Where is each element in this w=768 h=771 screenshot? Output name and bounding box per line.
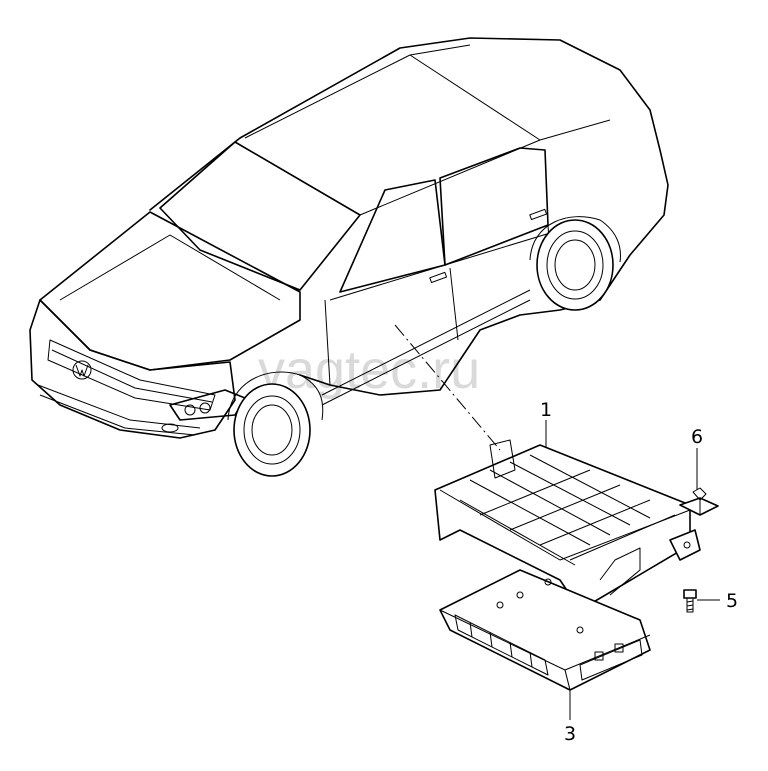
car-windshield — [159, 141, 361, 291]
callout-label-5: 5 — [726, 590, 738, 612]
car-side-window-front — [339, 179, 446, 293]
callout-5: 5 — [697, 590, 738, 612]
control-unit — [439, 569, 651, 691]
car-side-window-rear — [439, 147, 549, 266]
bracket-tray — [434, 439, 701, 611]
callout-label-6: 6 — [691, 426, 703, 448]
car-front-wheel — [233, 383, 311, 477]
callout-label-1: 1 — [540, 399, 552, 421]
car-logo-icon — [72, 360, 92, 380]
car-rear-wheel — [536, 219, 614, 311]
callout-6: 6 — [691, 426, 703, 490]
callout-label-3: 3 — [564, 723, 576, 745]
callout-1: 1 — [540, 399, 552, 448]
bolt — [683, 589, 697, 613]
car-illustration — [29, 37, 669, 477]
watermark: vagtec.ru — [258, 340, 480, 400]
car-roof — [149, 37, 669, 396]
location-leader-line — [394, 324, 501, 451]
clip-nut — [679, 487, 719, 516]
callout-3: 3 — [564, 690, 576, 745]
